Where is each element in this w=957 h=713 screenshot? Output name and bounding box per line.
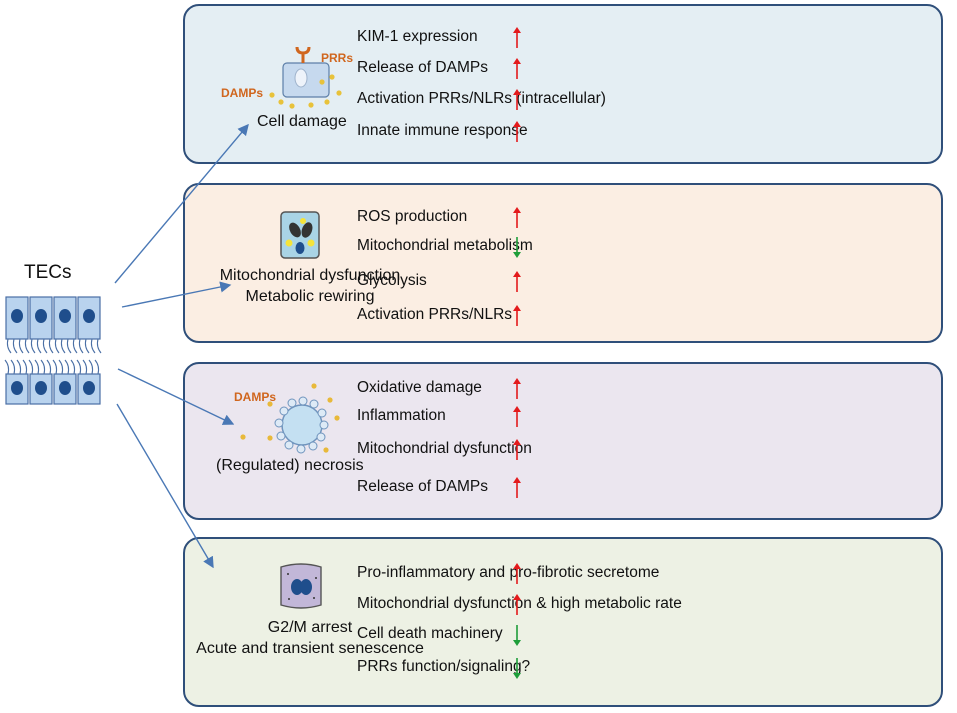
down-arrow-icon	[513, 658, 521, 679]
connector-arrow-necrosis	[117, 368, 235, 425]
up-arrow-icon	[513, 207, 521, 228]
item-text: Mitochondrial dysfunction	[357, 440, 532, 457]
caption-mitochondrial-dysfunction: Mitochondrial dysfunction	[219, 267, 401, 284]
up-arrow-icon	[513, 563, 521, 584]
up-arrow-icon	[513, 406, 521, 427]
caption-metabolic-rewiring: Metabolic rewiring	[245, 288, 375, 305]
item-text: PRRs function/signaling?	[357, 658, 531, 675]
prrs-label: PRRs	[321, 51, 354, 65]
up-arrow-icon	[513, 121, 521, 142]
caption-g2m-arrest: G2/M arrest	[267, 619, 353, 636]
item-text: Inflammation	[357, 407, 446, 424]
up-arrow-icon	[513, 439, 521, 460]
connector-arrow-mitochondrial	[121, 281, 232, 308]
item-text: Mitochondrial dysfunction & high metabol…	[357, 595, 682, 612]
panel-regulated-necrosis	[183, 362, 943, 520]
connector-arrow-cell-damage	[114, 123, 249, 284]
item-text: Oxidative damage	[357, 379, 482, 396]
item-text: Release of DAMPs	[357, 59, 488, 76]
panel-mitochondrial-dysfunction	[183, 183, 943, 343]
caption-senescence: Acute and transient senescence	[196, 640, 424, 657]
item-text: Innate immune response	[357, 122, 528, 139]
up-arrow-icon	[513, 89, 521, 110]
item-text: KIM-1 expression	[357, 28, 478, 45]
up-arrow-icon	[513, 305, 521, 326]
damps-label: DAMPs	[234, 390, 277, 404]
damps-label: DAMPs	[221, 86, 264, 100]
up-arrow-icon	[513, 378, 521, 399]
caption-regulated-necrosis: (Regulated) necrosis	[216, 457, 364, 474]
item-text: ROS production	[357, 208, 468, 225]
item-text: Activation PRRs/NLRs	[357, 306, 513, 323]
connector-arrow-senescence	[116, 403, 214, 569]
item-text: Cell death machinery	[357, 625, 503, 642]
item-text: Activation PRRs/NLRs (intracellular)	[357, 90, 606, 107]
caption-cell-damage: Cell damage	[257, 113, 347, 130]
down-arrow-icon	[513, 625, 521, 646]
up-arrow-icon	[513, 477, 521, 498]
item-text: Mitochondrial metabolism	[357, 237, 533, 254]
tecs-label: TECs	[24, 262, 72, 283]
item-text: Glycolysis	[357, 272, 427, 289]
up-arrow-icon	[513, 271, 521, 292]
item-text: Pro-inflammatory and pro-fibrotic secret…	[357, 564, 660, 581]
down-arrow-icon	[513, 237, 521, 258]
up-arrow-icon	[513, 58, 521, 79]
item-text: Release of DAMPs	[357, 478, 488, 495]
up-arrow-icon	[513, 594, 521, 615]
up-arrow-icon	[513, 27, 521, 48]
